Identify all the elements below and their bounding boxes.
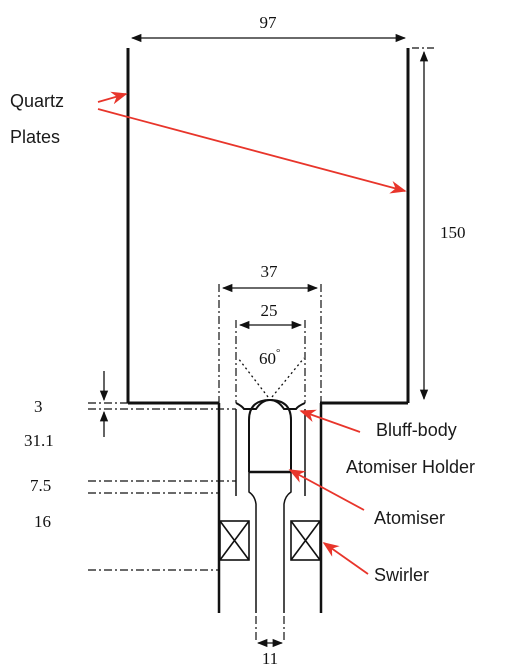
dimension-gap-7-5: 7.5 — [30, 476, 236, 495]
dimension-label-150: 150 — [440, 223, 466, 242]
dimension-inner-25: 25 — [238, 301, 303, 330]
dimension-swirler-16: 16 — [34, 512, 219, 571]
swirler-right — [290, 520, 321, 561]
leader-lines — [97, 91, 407, 575]
cone-angle: 60° — [237, 347, 305, 398]
bluff-body — [235, 398, 306, 496]
dimension-width-97: 97 — [130, 13, 407, 43]
dimension-label-11: 11 — [262, 649, 278, 668]
leader-bluff-body — [299, 409, 361, 433]
dimension-recess-3: 3 — [34, 371, 236, 437]
dimension-label-25: 25 — [261, 301, 278, 320]
dimension-outer-37: 37 — [221, 262, 319, 293]
component-labels: Quartz Plates Bluff-body Atomiser Holder… — [10, 91, 475, 585]
dimension-label-7-5: 7.5 — [30, 476, 51, 495]
label-atomiser-holder: Atomiser Holder — [346, 457, 475, 477]
leader-quartz-right — [97, 108, 407, 194]
label-bluff-body: Bluff-body — [376, 420, 457, 440]
burner-inner-bore — [235, 320, 306, 403]
angle-value: 60 — [259, 349, 276, 368]
dimension-label-31-1: 31.1 — [24, 431, 54, 450]
dimension-label-37: 37 — [261, 262, 279, 281]
label-quartz: Quartz — [10, 91, 64, 111]
dimension-atomiser-11: 11 — [256, 638, 284, 668]
label-swirler: Swirler — [374, 565, 429, 585]
dimension-label-3: 3 — [34, 397, 43, 416]
dimension-holder-31-1: 31.1 — [24, 431, 54, 450]
burner-outer-tube — [217, 284, 323, 613]
atomiser-shaft — [248, 472, 292, 640]
dimension-label-16: 16 — [34, 512, 51, 531]
leader-swirler — [322, 542, 369, 575]
label-atomiser: Atomiser — [374, 508, 445, 528]
swirler — [219, 520, 321, 561]
swirler-left — [219, 520, 250, 561]
atomiser-holder — [248, 398, 292, 474]
dimension-label-97: 97 — [260, 13, 278, 32]
leader-atomiser-holder — [288, 469, 365, 511]
angle-degree-symbol: ° — [276, 347, 280, 359]
svg-text:60°: 60° — [259, 347, 280, 368]
dimension-height-150: 150 — [412, 47, 466, 401]
leader-quartz-left — [97, 91, 128, 105]
label-plates: Plates — [10, 127, 60, 147]
